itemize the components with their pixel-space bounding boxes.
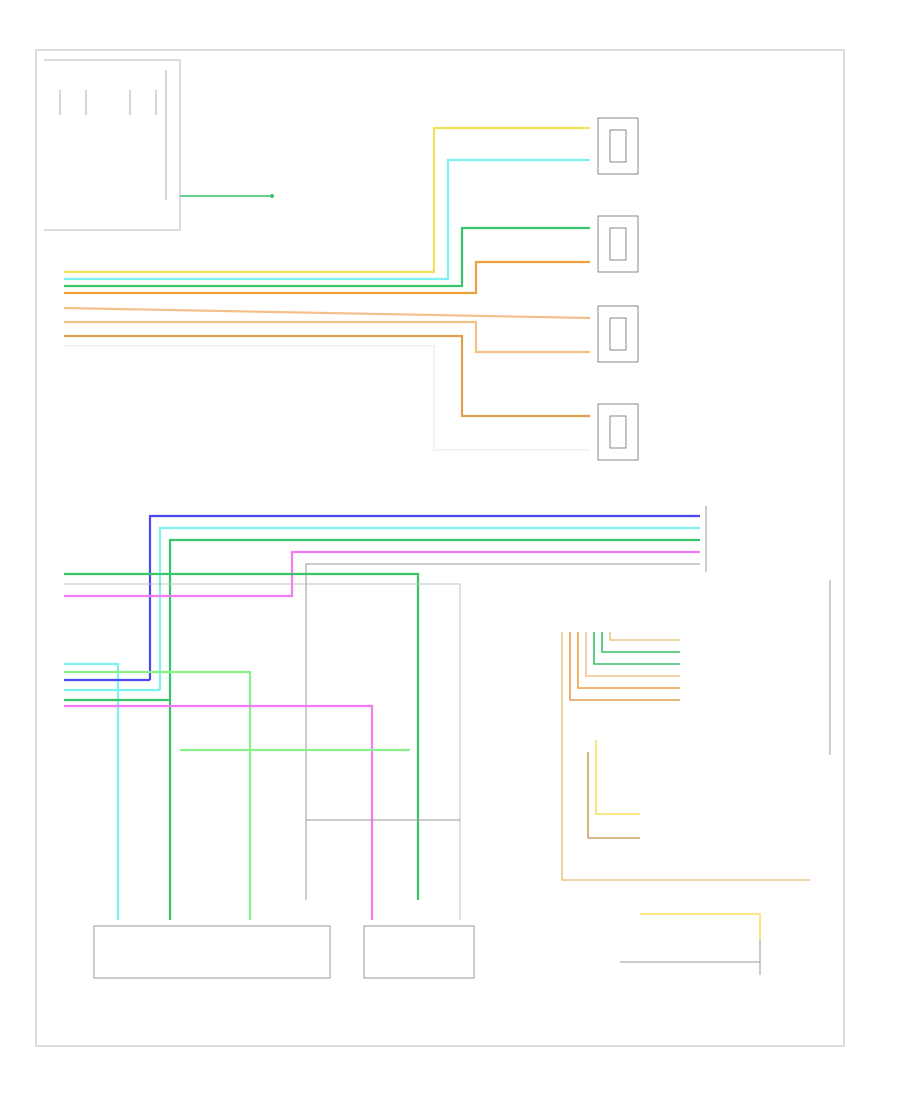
sensor-blocks (93, 925, 761, 979)
wire-green-bus (168, 538, 700, 700)
connector-c2-wires (561, 632, 810, 963)
control-module-connector (705, 506, 831, 755)
wire-light-orange (64, 320, 590, 354)
speaker-left-rear (597, 305, 639, 363)
diagram-frame (35, 49, 845, 1047)
wire-tan (63, 306, 591, 320)
data-bus-wires (64, 514, 700, 920)
speaker-right-rear (597, 403, 639, 461)
cluster-wires (63, 126, 591, 451)
wire-blue (148, 514, 700, 680)
wire-green-short (64, 572, 420, 900)
wire-cyan-bus (158, 526, 700, 690)
wire-gray-bus (305, 563, 700, 900)
fuse-block (44, 59, 274, 231)
vehicle-stability-sensor (363, 925, 475, 979)
wire-cyan (64, 158, 590, 281)
wire-orange (64, 260, 590, 295)
steering-angle-sensor (93, 925, 331, 979)
speaker-right-front (597, 215, 639, 273)
wire-green (64, 226, 590, 288)
wire-dark-orange (64, 334, 590, 418)
speaker-left-front (597, 117, 639, 175)
wire-gray-short (64, 583, 461, 920)
wire-yellow (64, 126, 590, 274)
steering-wires (64, 662, 460, 920)
wire-white (64, 345, 590, 451)
speaker-modules (597, 117, 639, 461)
